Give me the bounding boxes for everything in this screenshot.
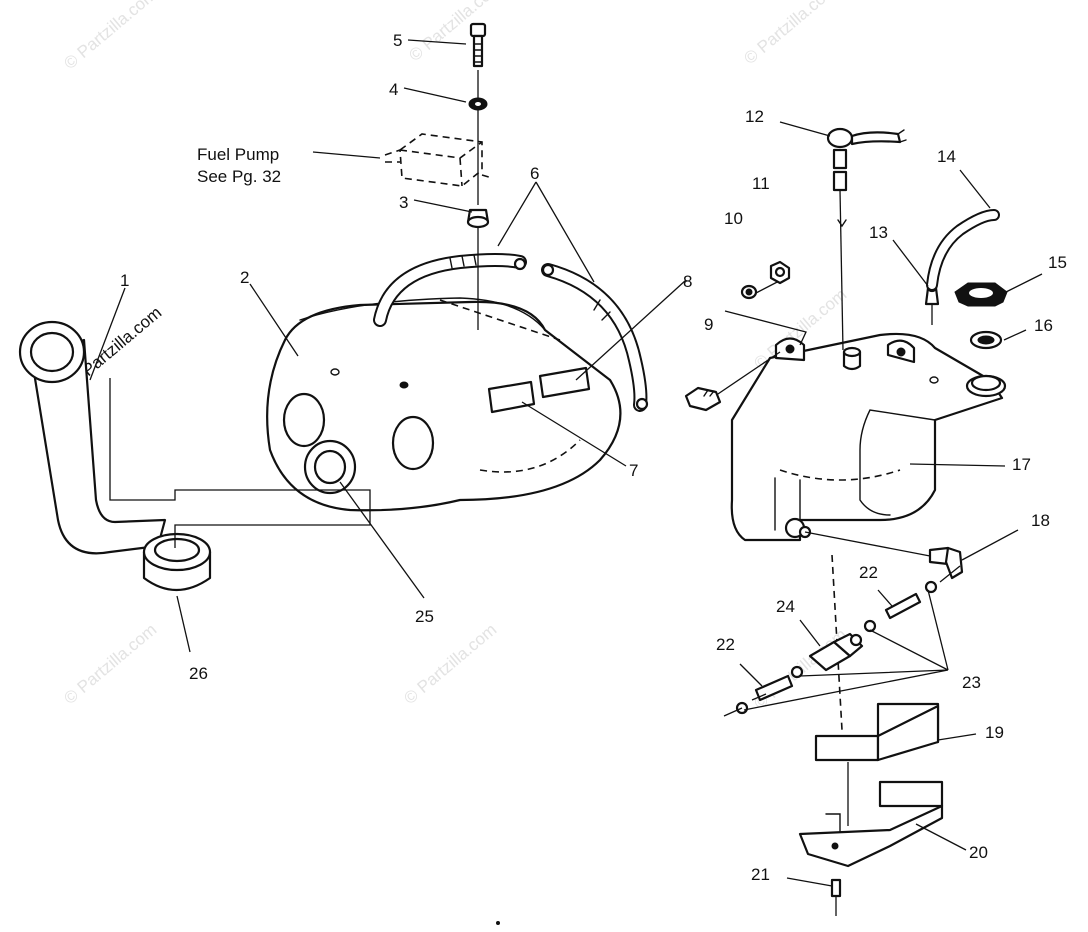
callout-12: 12 [745,107,764,126]
callout-19: 19 [985,723,1004,742]
callout-2: 2 [240,268,249,287]
watermark: © Partzilla.com [60,620,160,708]
parts-13-14-vent [924,209,1000,325]
callout-20: 20 [969,843,988,862]
callout-24: 24 [776,597,795,616]
callout-numbers: 1 2 3 4 5 6 7 8 9 10 11 12 13 14 15 16 1… [120,31,1067,884]
parts-15-16-cap [954,282,1008,350]
callout-11: 11 [752,174,770,193]
part-12-level-sender [826,127,907,351]
callout-9: 9 [704,315,713,334]
stray-dot [496,921,500,925]
callout-15: 15 [1048,253,1067,272]
callout-21: 21 [751,865,770,884]
callout-25: 25 [415,607,434,626]
part-18-fitting [804,531,964,580]
fuel-pump-reference [384,133,493,187]
part-6-hoses [373,253,649,412]
callout-17: 17 [1012,455,1031,474]
part-1-intake-elbow [18,320,167,555]
callout-3: 3 [399,193,408,212]
callout-4: 4 [389,80,398,99]
parts-9-10-11-hardware [684,260,807,412]
watermark: © Partzilla.com [740,0,840,68]
watermark: © Partzilla.com [400,620,500,708]
callout-18: 18 [1031,511,1050,530]
callout-1: 1 [120,271,129,290]
callout-6: 6 [530,164,539,183]
parts-3-4-5-fasteners [466,22,490,330]
part-17-oil-tank [730,332,1007,542]
parts-22-23-24-fuel-line [723,554,961,731]
watermark: © Partzilla.com [60,0,160,73]
callout-8: 8 [683,272,692,291]
part-26-coupler [142,532,212,591]
callout-5: 5 [393,31,402,50]
part-2-airbox [266,297,622,512]
callout-14: 14 [937,147,956,166]
parts-19-20-21-bracket [798,702,944,916]
callout-22b: 22 [716,635,735,654]
leader-lines [89,39,1043,887]
part-7-8-decals [487,366,591,414]
callout-23: 23 [962,673,981,692]
note-line-1: Fuel Pump [197,145,279,164]
callout-13: 13 [869,223,888,242]
callout-16: 16 [1034,316,1053,335]
callout-10: 10 [724,209,743,228]
watermark: © Partzilla.com [405,0,505,65]
callout-22a: 22 [859,563,878,582]
callout-26: 26 [189,664,208,683]
note-line-2: See Pg. 32 [197,167,281,186]
part-25-grommet [303,439,357,495]
callout-7: 7 [629,461,638,480]
fuel-pump-note: Fuel Pump See Pg. 32 [197,145,281,186]
